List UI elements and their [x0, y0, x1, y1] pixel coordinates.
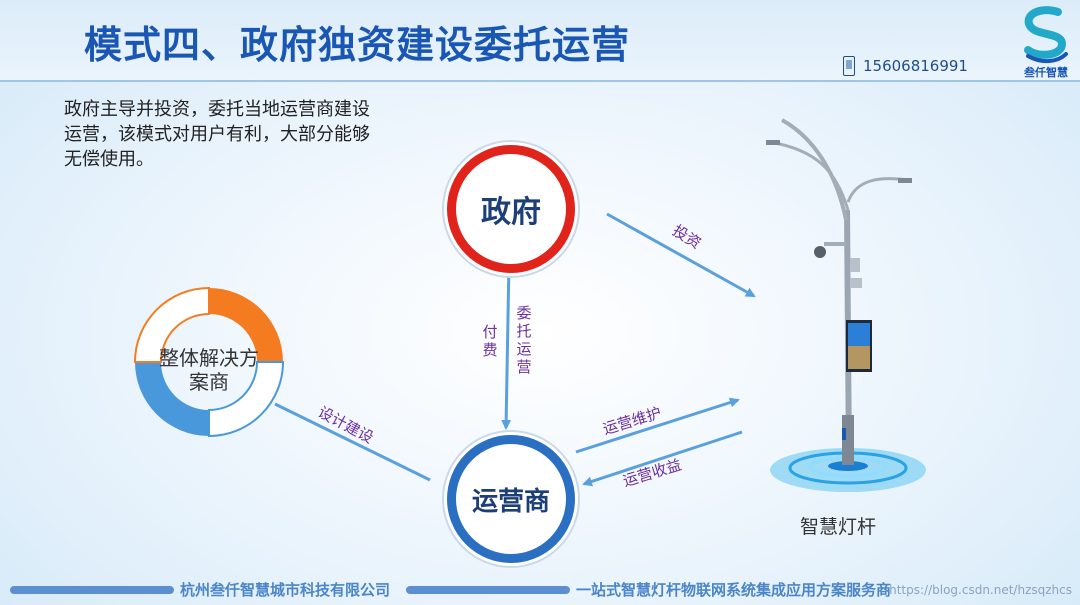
- arrow-gov-to-operator: [501, 261, 512, 430]
- government-node: 政府: [447, 145, 575, 273]
- footer-divider-left: [10, 586, 174, 594]
- description-text: 政府主导并投资，委托当地运营商建设运营，该模式对用户有利，大部分能够无偿使用。: [64, 99, 370, 170]
- edge-label-entrust: 委托运营: [516, 304, 532, 376]
- arrow-revenue: [582, 430, 743, 487]
- edge-label-pay: 付费: [482, 323, 498, 359]
- phone-contact: 15606816991: [843, 56, 968, 76]
- footer-company: 杭州叁仟智慧城市科技有限公司: [180, 581, 391, 599]
- arrow-design-build: [274, 402, 431, 482]
- phone-icon: [843, 56, 855, 76]
- footer-divider-right: [406, 586, 570, 594]
- page-title: 模式四、政府独资建设委托运营: [84, 23, 631, 67]
- footer-bar: 杭州叁仟智慧城市科技有限公司 一站式智慧灯杆物联网系统集成应用方案服务商 htt…: [0, 576, 1080, 605]
- operator-node: 运营商: [447, 435, 575, 563]
- operator-label: 运营商: [471, 486, 550, 517]
- phone-number: 15606816991: [863, 57, 968, 75]
- header-bar: [0, 0, 1080, 82]
- footer-slogan: 一站式智慧灯杆物联网系统集成应用方案服务商: [576, 581, 892, 599]
- government-label: 政府: [481, 195, 541, 230]
- company-logo-icon: [1024, 6, 1068, 63]
- smart-pole-icon: [766, 118, 926, 492]
- arrow-invest: [606, 212, 756, 298]
- solution-provider-ring: [134, 286, 284, 438]
- smart-pole-label: 智慧灯杆: [800, 516, 877, 538]
- arrow-maintenance: [575, 397, 740, 454]
- source-url: https://blog.csdn.net/hzsqzhcs: [889, 583, 1072, 597]
- solution-provider-label: 整体解决方案商: [159, 346, 259, 394]
- logo-text: 叁仟智慧: [1024, 66, 1068, 79]
